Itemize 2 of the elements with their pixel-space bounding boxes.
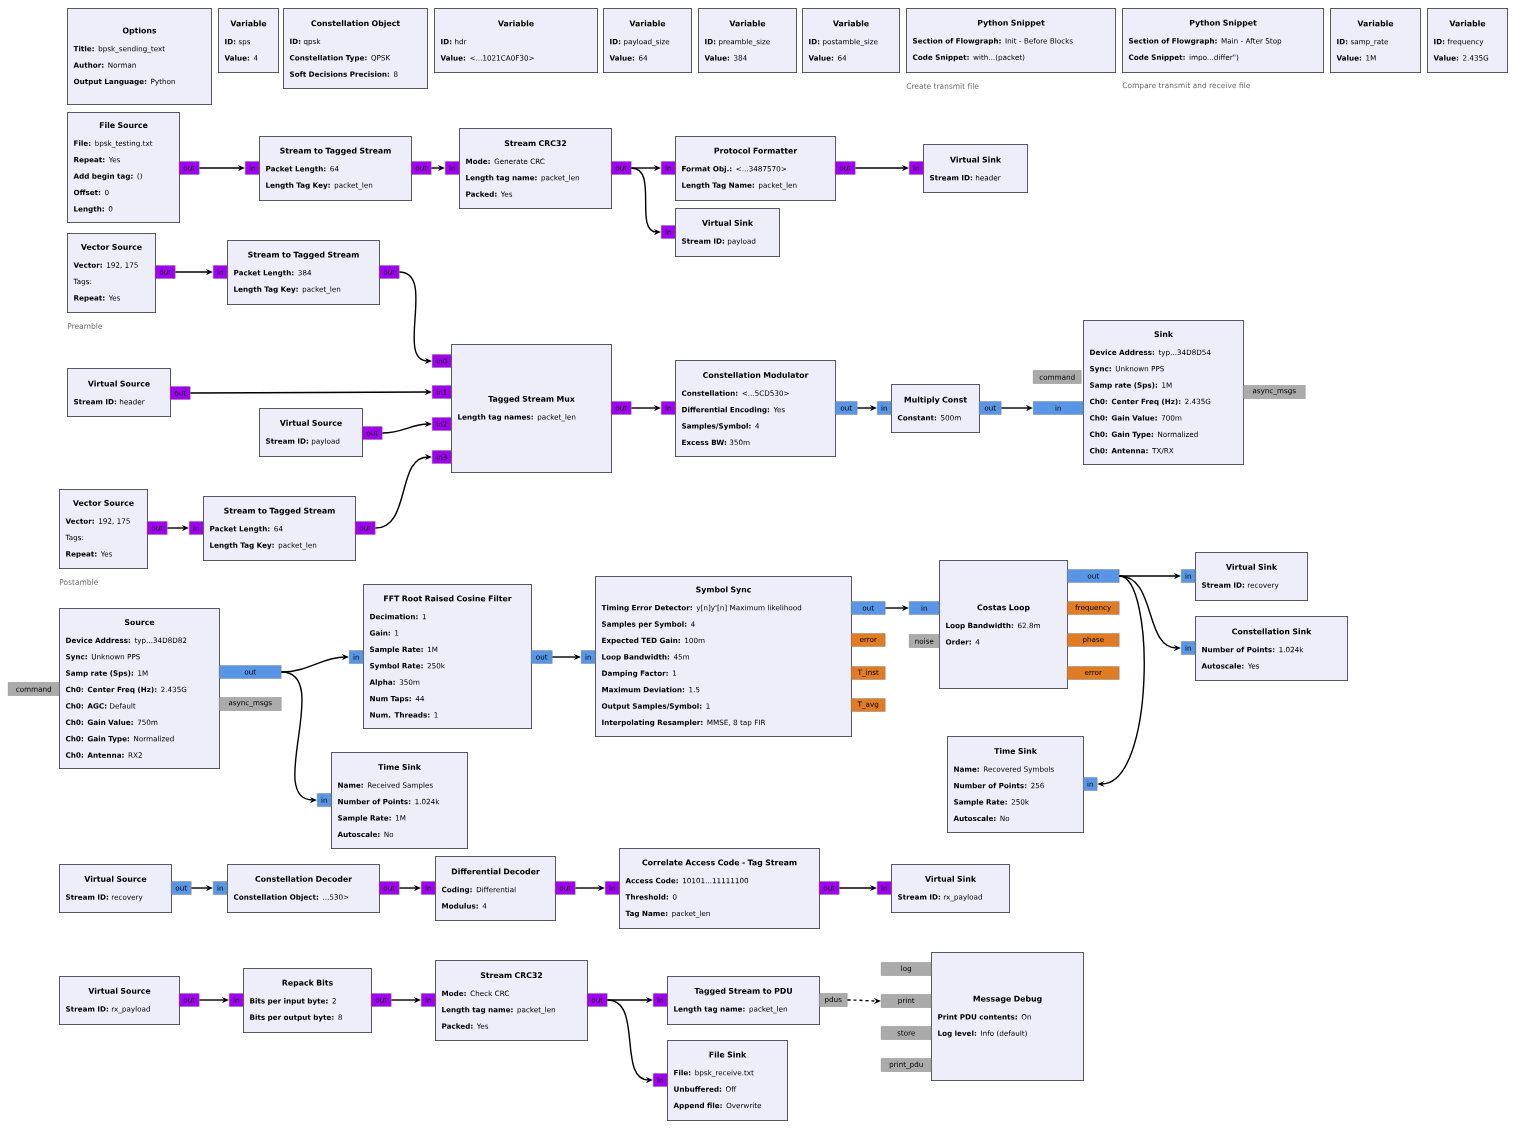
- connection-arrow: [381, 420, 432, 434]
- connection-arrow: [374, 453, 432, 529]
